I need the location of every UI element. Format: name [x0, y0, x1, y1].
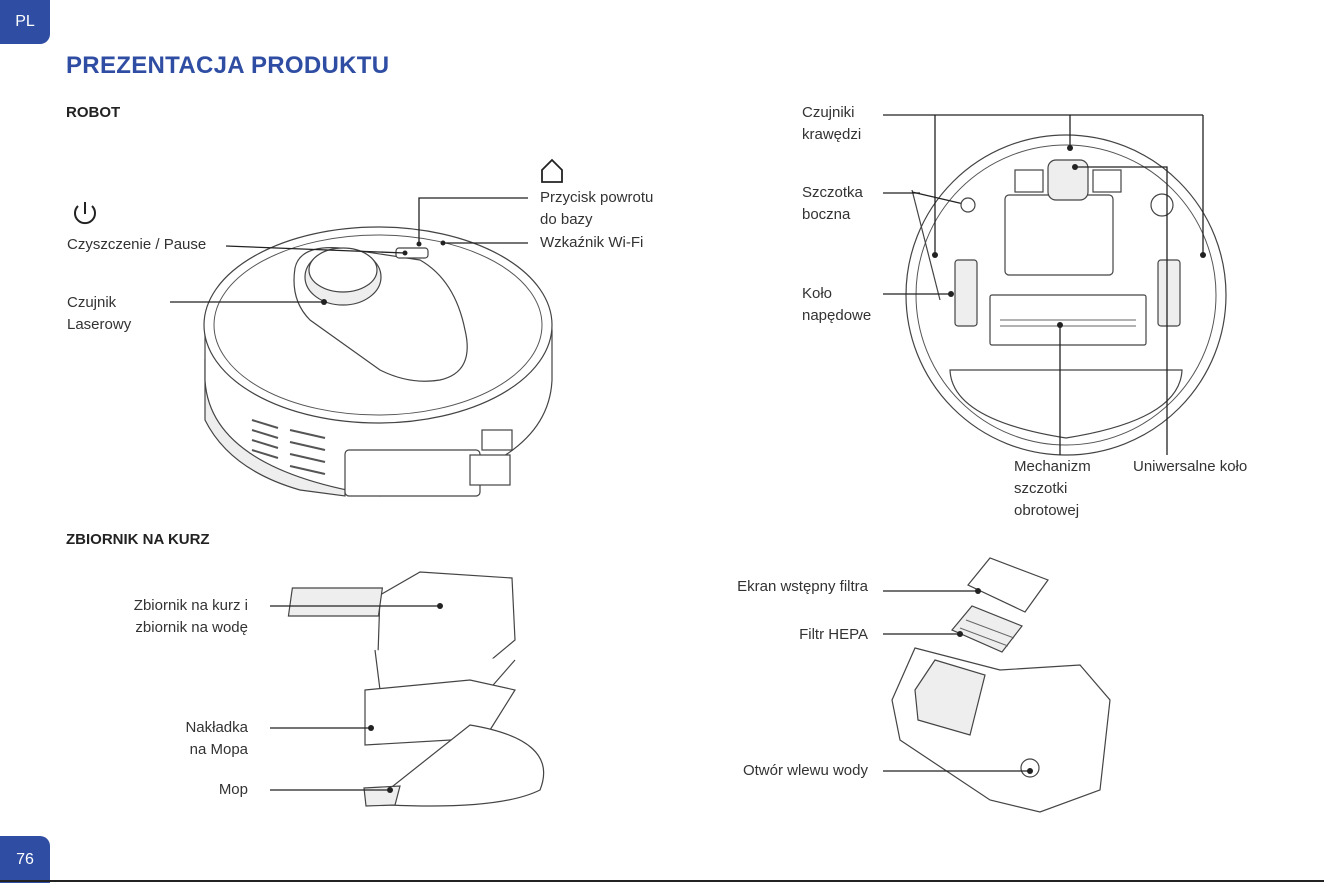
label-prefilter: Ekran wstępny filtra	[737, 578, 868, 595]
label-roller-line2: szczotki	[1014, 480, 1068, 497]
label-laser-sensor: Czujnik Laserowy	[67, 292, 131, 336]
home-icon	[541, 158, 563, 183]
label-mop-plate-line1: Nakładka	[185, 719, 248, 736]
label-wheel-line1: Koło	[802, 285, 833, 302]
label-wheel-line2: napędowe	[802, 307, 872, 324]
filter-illustration	[891, 557, 1111, 813]
page-number: 76	[16, 850, 34, 868]
label-edge-line2: krawędzi	[802, 126, 862, 143]
label-tank-line1: Zbiornik na kurz i	[133, 597, 248, 614]
label-side-brush: Szczotka boczna	[802, 182, 863, 226]
label-laser-line1: Czujnik	[67, 294, 117, 311]
power-icon	[74, 202, 96, 225]
label-clean-pause: Czyszczenie / Pause	[67, 236, 207, 253]
language-label: PL	[15, 13, 35, 30]
label-roller-line3: obrotowej	[1014, 502, 1080, 519]
label-mop-plate-line2: na Mopa	[189, 741, 248, 758]
tank-illustration	[287, 571, 545, 807]
label-mop: Mop	[218, 781, 248, 798]
label-side-brush-line2: boczna	[802, 206, 851, 223]
label-side-brush-line1: Szczotka	[802, 184, 863, 201]
page-number-tab: 76	[0, 836, 50, 883]
label-water-inlet: Otwór wlewu wody	[742, 762, 868, 779]
label-edge-line1: Czujniki	[802, 104, 855, 121]
label-roller-line1: Mechanizm	[1014, 458, 1091, 475]
label-home-line2: do bazy	[540, 211, 593, 228]
label-home-line1: Przycisk powrotu	[540, 189, 654, 206]
robot-bottom-illustration	[905, 134, 1227, 456]
label-mop-plate: Nakładka na Mopa	[100, 717, 248, 761]
label-hepa: Filtr HEPA	[799, 626, 868, 643]
robot-top-illustration	[203, 226, 553, 497]
section-robot: ROBOT	[66, 104, 121, 121]
bottom-rule	[0, 880, 1324, 882]
label-edge-sensors: Czujniki krawędzi	[802, 102, 861, 146]
language-tab: PL	[0, 0, 50, 44]
label-roller-brush: Mechanizm szczotki obrotowej	[1014, 456, 1091, 522]
label-drive-wheel: Koło napędowe	[802, 283, 871, 327]
label-tank: Zbiornik na kurz i zbiornik na wodę	[100, 595, 248, 639]
label-home-button: Przycisk powrotu do bazy	[540, 187, 653, 231]
section-dustbin: ZBIORNIK NA KURZ	[66, 531, 210, 548]
label-wifi: Wzkaźnik Wi-Fi	[540, 234, 644, 251]
label-universal-wheel: Uniwersalne koło	[1133, 458, 1248, 475]
label-laser-line2: Laserowy	[67, 316, 132, 333]
page-title: PREZENTACJA PRODUKTU	[66, 52, 390, 79]
label-tank-line2: zbiornik na wodę	[135, 619, 248, 636]
